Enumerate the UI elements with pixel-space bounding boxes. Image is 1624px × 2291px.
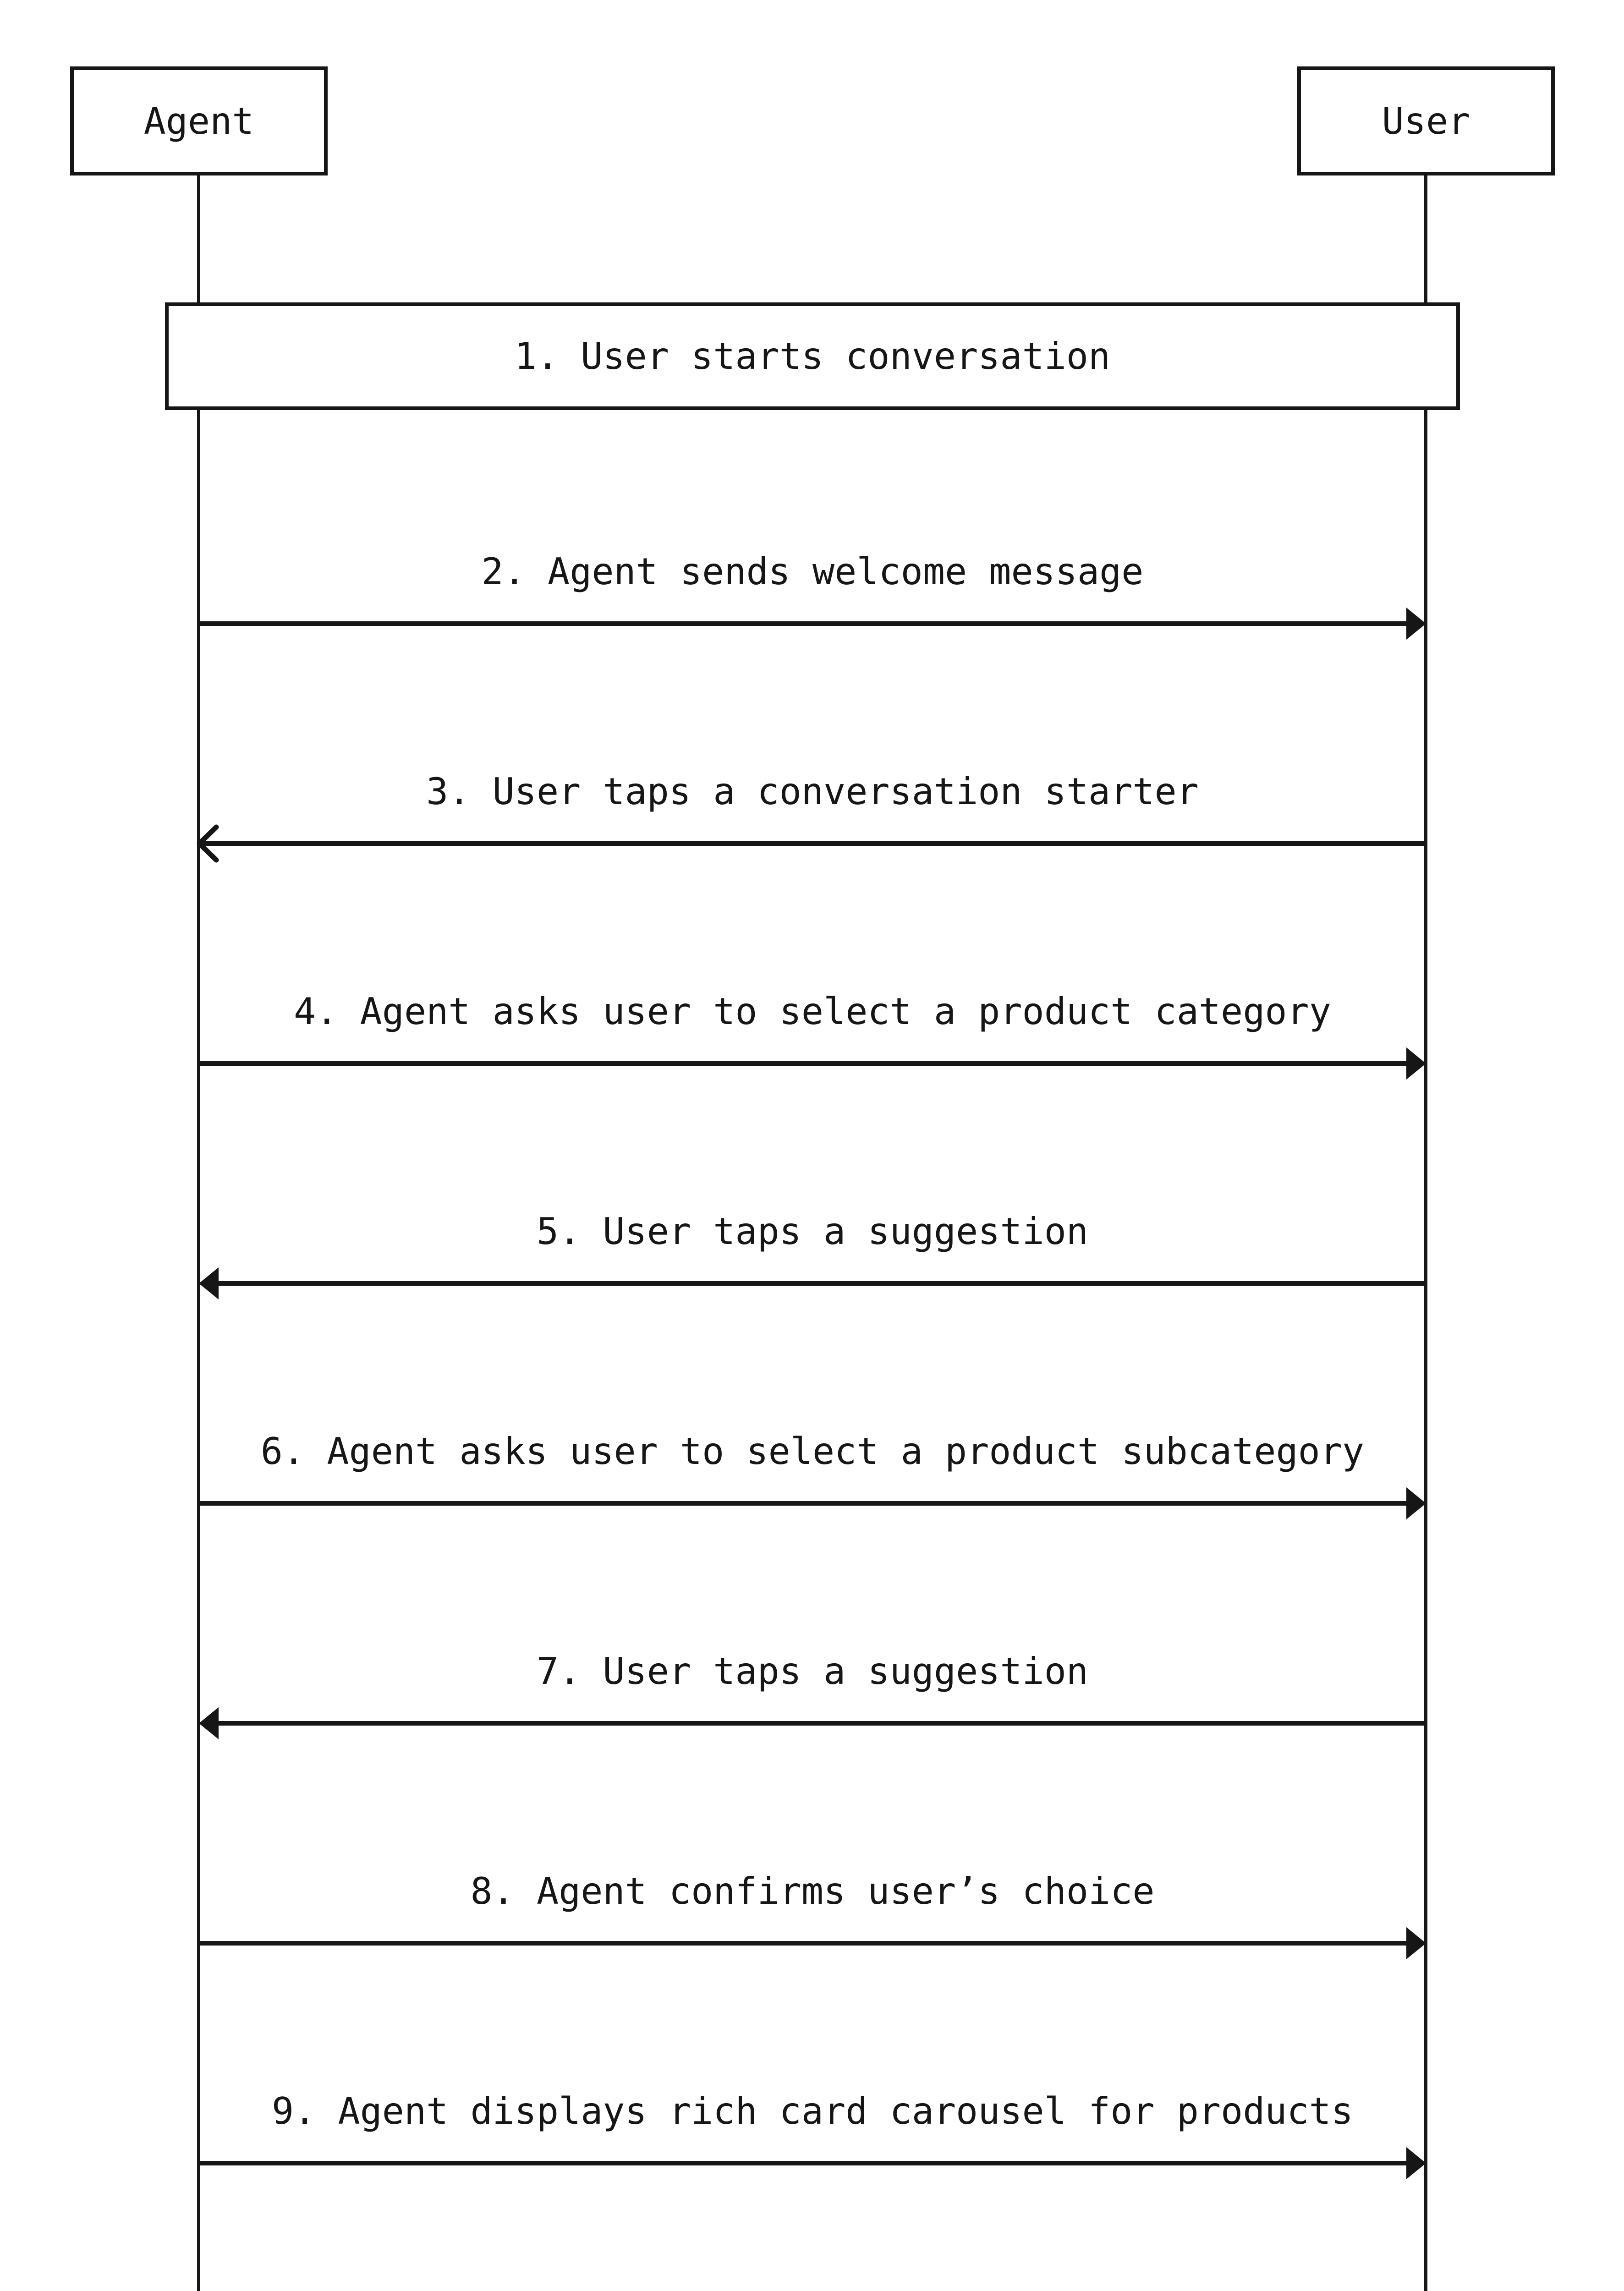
message-line [199,2161,1408,2165]
arrowhead-filled-right-icon [1406,1927,1426,1959]
lifeline-user [1424,175,1427,2291]
lifeline-agent [197,175,200,2291]
note-label: 1. User starts conversation [514,335,1111,378]
message-line [199,1061,1408,1066]
message-line [199,621,1408,626]
message-label: 3. User taps a conversation starter [426,770,1199,813]
message-line [200,841,1426,846]
message-label: 8. Agent confirms user’s choice [470,1870,1155,1913]
arrowhead-filled-left-icon [199,1707,219,1739]
message-label: 4. Agent asks user to select a product c… [294,990,1331,1033]
arrowhead-filled-right-icon [1406,608,1426,640]
actor-box-user-top: User [1297,66,1555,175]
message-line [199,1501,1408,1506]
arrowhead-filled-right-icon [1406,2147,1426,2179]
arrowhead-open-icon [197,824,219,863]
message-label: 7. User taps a suggestion [536,1650,1089,1693]
note-banner: 1. User starts conversation [165,302,1460,410]
arrowhead-filled-right-icon [1406,1047,1426,1080]
message-line [199,1941,1408,1946]
message-label: 5. User taps a suggestion [536,1210,1089,1253]
message-line [217,1721,1426,1726]
message-label: 9. Agent displays rich card carousel for… [271,2090,1354,2132]
actor-box-agent-top: Agent [70,66,328,175]
arrowhead-filled-left-icon [199,1267,219,1299]
arrowhead-filled-right-icon [1406,1487,1426,1519]
actor-label-agent: Agent [143,99,254,143]
message-label: 6. Agent asks user to select a product s… [260,1430,1365,1473]
message-label: 2. Agent sends welcome message [481,550,1144,593]
actor-label-user: User [1382,99,1470,143]
message-line [217,1281,1426,1286]
